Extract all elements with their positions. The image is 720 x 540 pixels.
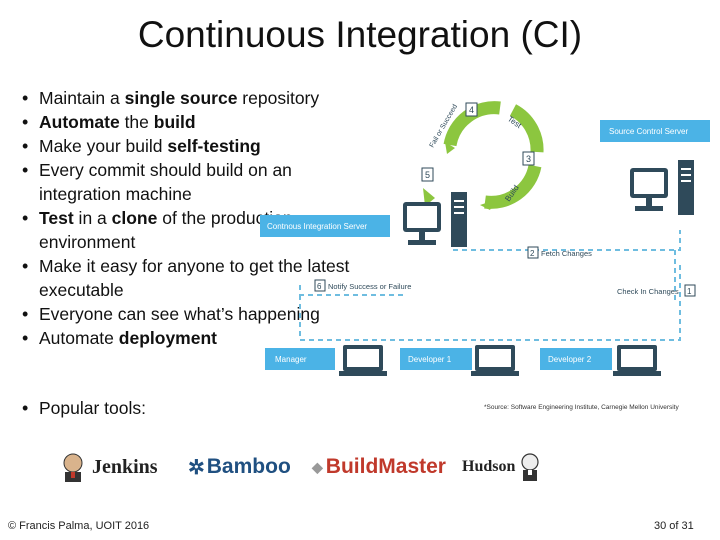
bamboo-mark-icon: ✲ (188, 456, 205, 479)
bamboo-logo: ✲ Bamboo (188, 450, 291, 484)
bullet-text: Everyone can see what’s happening (39, 304, 320, 324)
bullet-text: Maintain a (39, 88, 125, 108)
developer2-label-box (540, 348, 612, 370)
bullet-text: the (119, 112, 154, 132)
developer2-label: Developer 2 (548, 355, 592, 364)
bullet-item: Automate the build (22, 110, 352, 134)
step-5-box (421, 167, 434, 182)
slide-title: Continuous Integration (CI) (137, 14, 583, 55)
hudson-text: Hudson (462, 458, 516, 475)
developer2-laptop-icon (613, 345, 661, 376)
jenkins-text: Jenkins (92, 455, 158, 478)
ci-server-label: Contnous Integration Server (267, 222, 367, 231)
buildmaster-diamond-icon: ◆ (312, 458, 323, 475)
bullet-item: Make your build self-testing (22, 134, 352, 158)
bullet-text: Automate (39, 328, 119, 348)
step-6-number: 6 (317, 282, 322, 291)
source-note: *Source: Software Engineering Institute,… (484, 404, 679, 411)
manager-label: Manager (275, 355, 307, 364)
step-2-number: 2 (530, 249, 535, 258)
footer-copyright: © Francis Palma, UOIT 2016 (8, 520, 150, 532)
cycle-arrows: Fail or Succeed Test Build (423, 101, 544, 210)
step-3-number: 3 (526, 154, 531, 164)
bullet-text: repository (237, 88, 320, 108)
source-control-label: Source Control Server (609, 127, 688, 136)
bullet-item: Every commit should build on an integrat… (22, 158, 352, 206)
bamboo-text: Bamboo (206, 455, 291, 478)
footer-page-number: 30 of 31 (654, 520, 694, 532)
source-control-label-box (600, 120, 710, 142)
bullet-bold-text: single source (124, 88, 238, 108)
bullet-bold-text: build (153, 112, 196, 132)
buildmaster-logo: ◆ BuildMaster (312, 450, 446, 484)
ci-server-machine-icon (403, 192, 467, 247)
bullet-bold-text: clone (111, 208, 158, 228)
bullet-bold-text: deployment (118, 328, 217, 348)
source-control-machine-icon (630, 160, 694, 215)
buildmaster-text: BuildMaster (325, 455, 446, 478)
bottom-network-line (299, 265, 681, 341)
bullet-text: Every commit should build on an integrat… (39, 160, 292, 204)
fetch-line (453, 230, 681, 251)
notify-label: Notify Success or Failure (328, 282, 411, 291)
ci-diagram: Fail or Succeed Test Build 4 3 5 2 6 1 F… (260, 101, 710, 376)
bullet-bold-text: Test (39, 208, 74, 228)
bullet-item: Everyone can see what’s happening (22, 302, 352, 326)
bullet-text: in a (73, 208, 112, 228)
ci-server-label-box (260, 215, 390, 237)
bullet-text: Make it easy for anyone to get the lates… (39, 256, 350, 300)
fetch-changes-label: Fetch Changes (541, 249, 592, 258)
step-1-box (684, 284, 696, 297)
bullet-bold-text: self-testing (167, 136, 261, 156)
step-1-number: 1 (687, 287, 692, 296)
developer1-label: Developer 1 (408, 355, 452, 364)
check-in-label: Check In Changes (617, 287, 679, 296)
jenkins-logo: Jenkins (60, 450, 158, 484)
hudson-logo: Hudson (462, 450, 541, 484)
developer1-label-box (400, 348, 472, 370)
hudson-butler-icon (521, 453, 539, 481)
step-5-number: 5 (425, 170, 430, 180)
step-3-box (522, 151, 535, 166)
popular-tools-label: Popular tools: (22, 398, 146, 419)
bullet-bold-text: Automate (39, 112, 120, 132)
step-6-box (314, 279, 326, 292)
manager-laptop-icon (339, 345, 387, 376)
manager-label-box (265, 348, 335, 370)
step-2-box (527, 246, 539, 259)
step-4-box (465, 102, 478, 117)
bullet-item: Maintain a single source repository (22, 86, 352, 110)
bullet-item: Automate deployment (22, 326, 352, 350)
bullet-list: Maintain a single source repositoryAutom… (22, 86, 352, 350)
step-4-number: 4 (469, 105, 474, 115)
developer1-laptop-icon (471, 345, 519, 376)
bullet-item: Make it easy for anyone to get the lates… (22, 254, 352, 302)
bullet-text: Make your build (39, 136, 168, 156)
jenkins-butler-icon (63, 453, 83, 482)
